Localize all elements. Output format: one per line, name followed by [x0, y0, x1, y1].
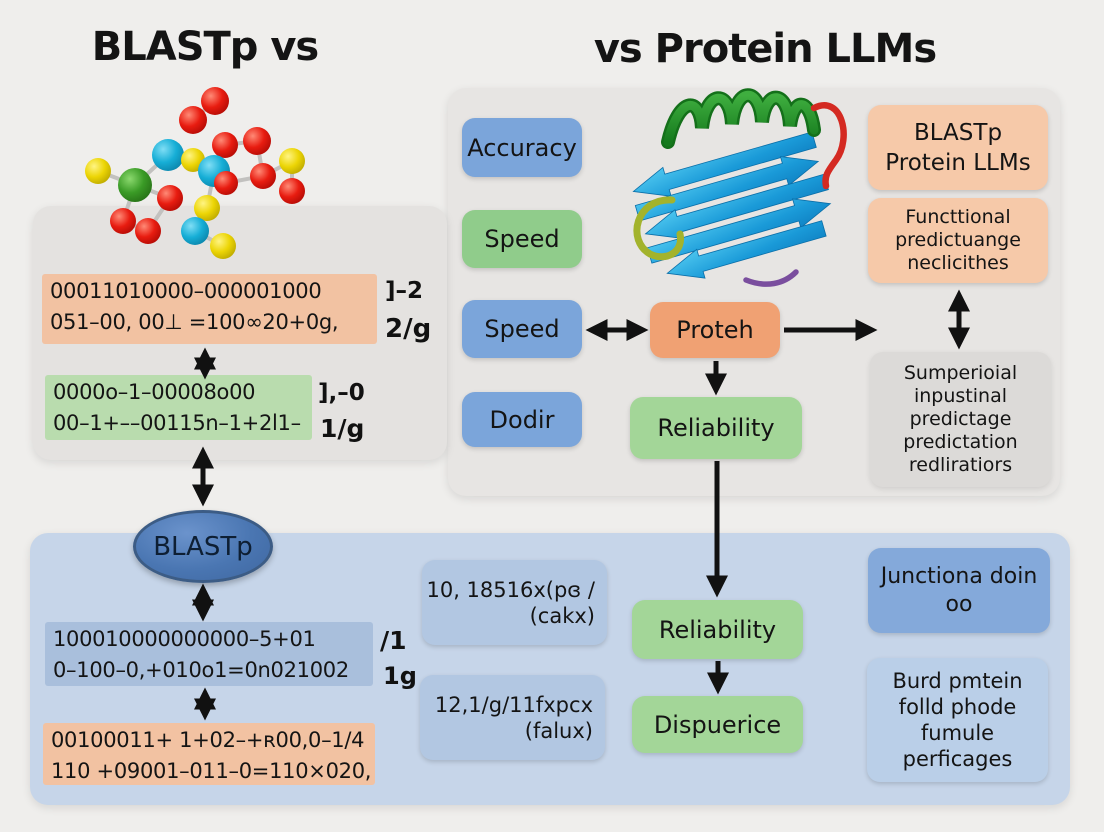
node-label: Dispuerice: [653, 710, 782, 739]
sequence-line: 051–00, 00⊥ =100∞20+0g,: [50, 310, 339, 334]
text-line: Sumperioial: [903, 362, 1018, 384]
sequence-line: 100010000000000–5+01: [53, 627, 316, 651]
protein-structure-graphic: [632, 88, 847, 287]
stat-line: (cakx): [529, 603, 595, 628]
legend-box-blastp-llms: BLASTp Protein LLMs: [868, 105, 1048, 190]
stat-line: (falux): [524, 718, 593, 743]
stat-box-2: 12,1/g/11fxpcx (falux): [420, 675, 605, 760]
burd-protein-box: Burd pmtein folld phode fumule perficage…: [867, 658, 1048, 782]
metric-box-speed-green: Speed: [462, 210, 582, 268]
metric-label: Speed: [484, 315, 560, 343]
reliability-node-2: Reliability: [632, 600, 803, 659]
stat-line: 12,1/g/11fxpcx: [434, 692, 593, 717]
functional-prediction-box: Functtional predictuange neclicithes: [868, 198, 1048, 283]
text-line: neclicithes: [907, 252, 1009, 274]
text-line: predictuange: [895, 229, 1021, 251]
text-line: Junctiona doin: [880, 563, 1038, 589]
text-line: Burd pmtein: [892, 669, 1023, 693]
text-line: redliratiors: [908, 454, 1013, 476]
alpha-helix-ribbon: [661, 88, 821, 149]
score-label: /1: [380, 626, 407, 655]
text-line: oo: [945, 591, 973, 617]
legend-line: BLASTp: [913, 119, 1003, 146]
yellow-loop-ribbon: [633, 196, 685, 261]
title-right: vs Protein LLMs: [593, 26, 937, 72]
sequence-box-4: 00100011+ 1+02–+ʀ00,0–1/4 110 +09001–011…: [43, 723, 375, 785]
stat-line: 10, 18516x(pɞ /: [426, 577, 595, 602]
text-line: perficages: [902, 747, 1013, 771]
score-label: 1g: [383, 662, 417, 690]
sequence-line: 00100011+ 1+02–+ʀ00,0–1/4: [51, 728, 365, 752]
beta-sheet-ribbons: [632, 131, 832, 279]
score-label: 2/g: [385, 314, 432, 344]
blastp-node-label: BLASTp: [153, 531, 253, 562]
node-label: Proteh: [676, 316, 754, 344]
dispuerice-node: Dispuerice: [632, 696, 803, 753]
metric-box-accuracy: Accuracy: [462, 118, 582, 177]
molecule-atoms: [85, 87, 305, 259]
reliability-node-1: Reliability: [630, 397, 802, 459]
purple-tail-ribbon: [743, 269, 799, 287]
text-line: folld phode: [898, 695, 1017, 719]
superiorial-prediction-box: Sumperioial inpustinal predictage predic…: [870, 352, 1051, 487]
stat-box-1: 10, 18516x(pɞ / (cakx): [422, 560, 607, 645]
sequence-box-3: 100010000000000–5+01 0–100–0,+010o1=0n02…: [45, 622, 373, 686]
node-label: Reliability: [657, 414, 775, 442]
text-line: fumule: [920, 721, 995, 745]
molecule-graphic: [85, 87, 305, 259]
text-line: inpustinal: [913, 385, 1007, 407]
metric-box-dodir: Dodir: [462, 392, 582, 447]
legend-line: Protein LLMs: [885, 149, 1031, 176]
metric-label: Accuracy: [467, 133, 577, 162]
sequence-line: 0000o–1–00008o00: [53, 380, 256, 404]
sequence-line: 00–1+––00115n–1+2l1–: [53, 411, 301, 435]
title-left: BLASTp vs: [91, 24, 319, 70]
sequence-box-2: 0000o–1–00008o00 00–1+––00115n–1+2l1–: [45, 375, 312, 440]
metric-box-speed-blue: Speed: [462, 300, 582, 358]
sequence-line: 110 +09001–011–0=110×020,: [51, 759, 372, 783]
text-line: predictation: [903, 431, 1018, 453]
text-line: Functtional: [905, 206, 1011, 228]
sequence-box-1: 00011010000–000001000 051–00, 00⊥ =100∞2…: [42, 274, 377, 344]
score-label: ]–2: [385, 278, 424, 304]
red-loop-ribbon: [810, 102, 847, 190]
score-label: ],–0: [318, 380, 365, 406]
blastp-node: BLASTp: [133, 510, 273, 583]
metric-label: Dodir: [489, 405, 555, 434]
sequence-line: 00011010000–000001000: [50, 279, 322, 303]
sequence-line: 0–100–0,+010o1=0n021002: [53, 658, 349, 682]
score-label: 1/g: [320, 414, 365, 443]
junctiona-box: Junctiona doin oo: [868, 548, 1050, 633]
node-label: Reliability: [658, 615, 777, 644]
proteh-node: Proteh: [650, 302, 780, 358]
metric-label: Speed: [484, 225, 560, 253]
text-line: predictage: [909, 408, 1012, 430]
